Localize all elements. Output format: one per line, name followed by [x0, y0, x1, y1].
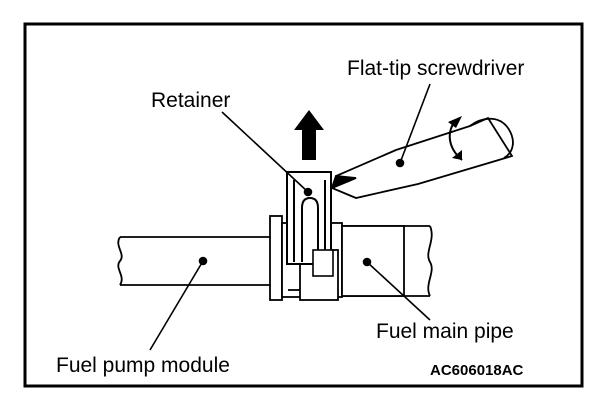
up-arrow-icon	[294, 110, 324, 160]
fuel-main-pipe-leader-dot	[362, 257, 372, 267]
screwdriver-label: Flat-tip screwdriver	[347, 57, 524, 80]
figure-code: AC606018AC	[430, 362, 524, 379]
screwdriver-leader-dot	[395, 158, 405, 168]
fuel-pump-module-label: Fuel pump module	[56, 354, 230, 377]
fuel-main-pipe	[341, 225, 433, 297]
figure-border	[23, 22, 584, 388]
fuel-pump-pipe	[117, 236, 272, 286]
retainer-label: Retainer	[151, 89, 230, 112]
screwdriver	[330, 116, 514, 199]
fuel-pump-leader-dot	[198, 256, 208, 266]
leader-lines	[149, 83, 431, 351]
retainer-leader-dot	[303, 187, 313, 197]
fuel-main-pipe-label: Fuel main pipe	[376, 320, 514, 343]
retainer-clip	[286, 171, 334, 277]
